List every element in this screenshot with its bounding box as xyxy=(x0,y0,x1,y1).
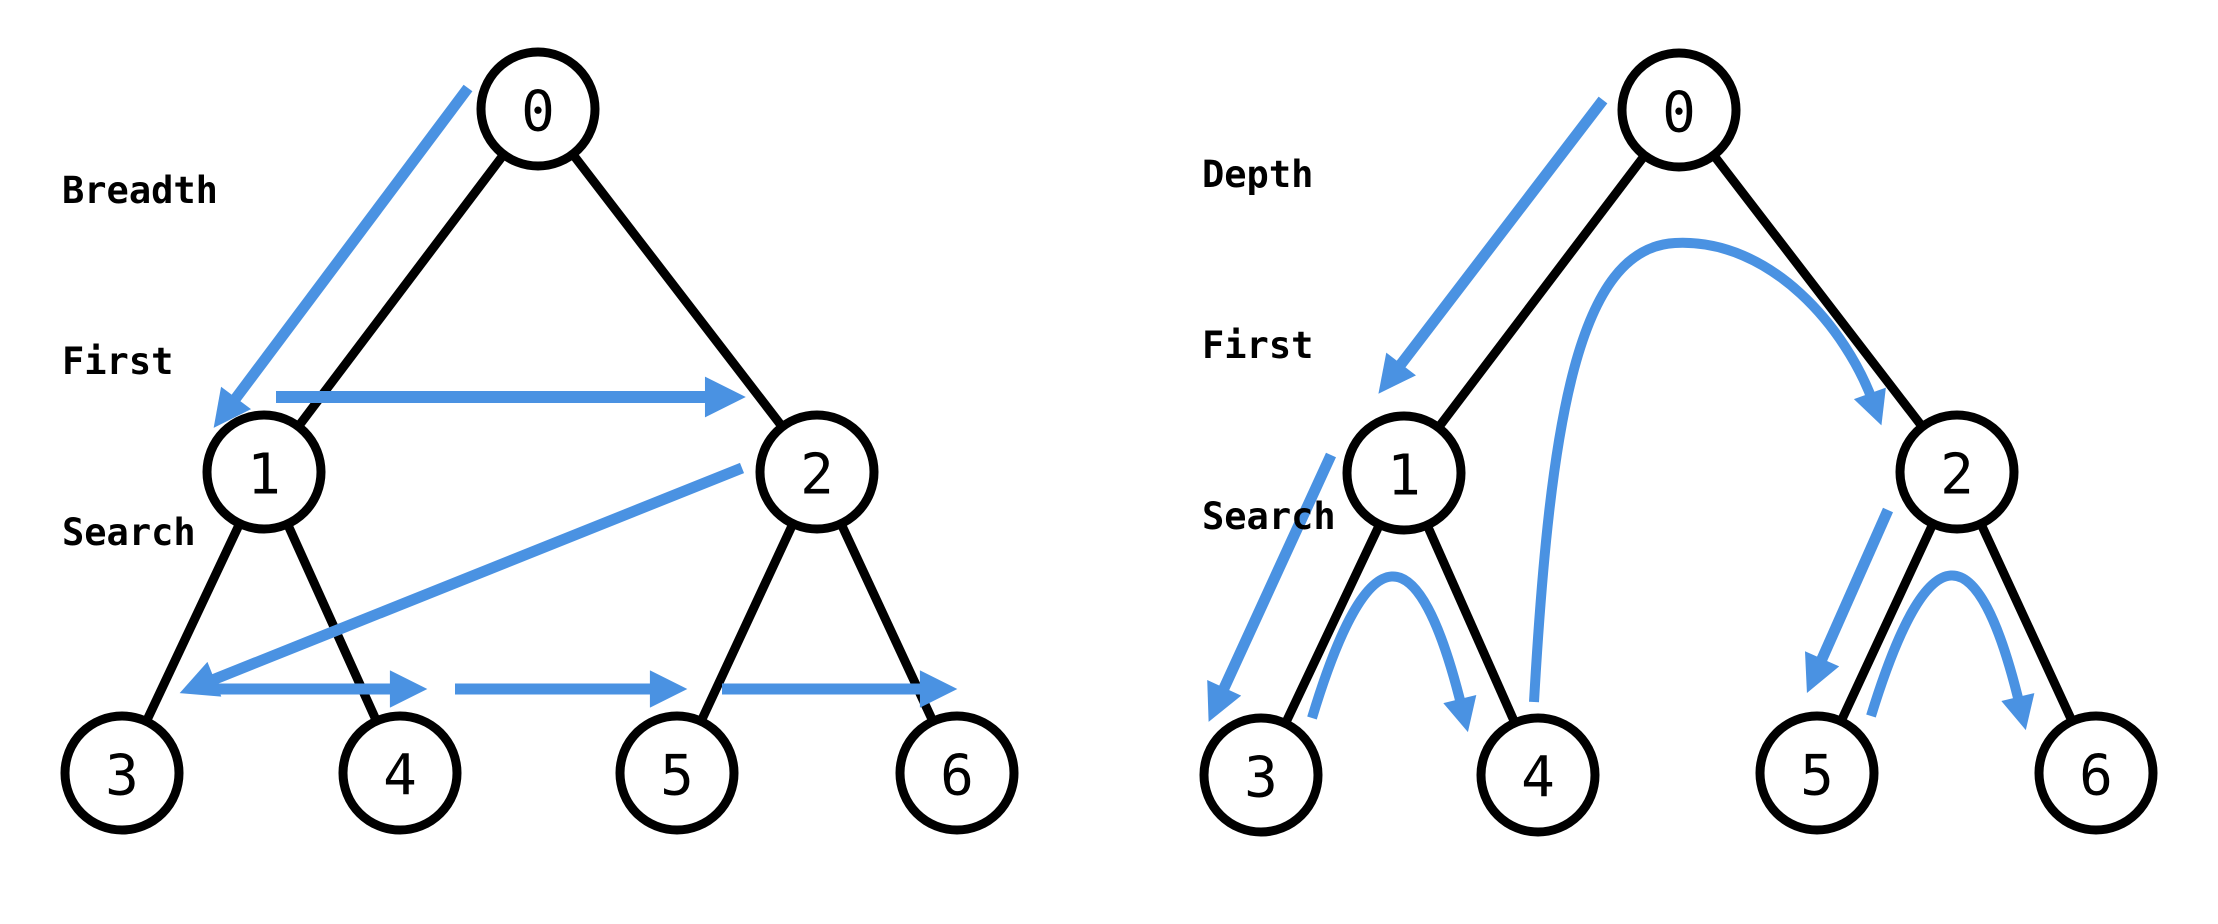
dfs-node-3: 3 xyxy=(1199,713,1323,837)
dfs-node-label-4: 4 xyxy=(1521,746,1555,811)
dfs-node-label-6: 6 xyxy=(2079,744,2113,809)
dfs-node-label-0: 0 xyxy=(1662,81,1696,146)
bfs-node-label-0: 0 xyxy=(521,80,555,145)
dfs-node-label-3: 3 xyxy=(1244,746,1278,811)
dfs-node-label-1: 1 xyxy=(1387,444,1421,509)
dfs-node-circle-0 xyxy=(1617,48,1741,172)
dfs-arrow-3-4 xyxy=(1307,571,1477,733)
bfs-node-5: 5 xyxy=(615,711,739,835)
bfs-title: Breadth First Search xyxy=(62,48,218,675)
dfs-node-circle-1 xyxy=(1342,411,1466,535)
dfs-tree: 0 1 2 3 4 5 6 xyxy=(1199,48,2158,837)
bfs-node-label-3: 3 xyxy=(105,744,139,809)
bfs-node-circle-4 xyxy=(338,711,462,835)
dfs-title-line-2: First xyxy=(1202,324,1314,367)
dfs-node-label-5: 5 xyxy=(1800,744,1834,809)
dfs-node-circle-2 xyxy=(1895,410,2019,534)
dfs-node-circle-3 xyxy=(1199,713,1323,837)
bfs-node-6: 6 xyxy=(895,711,1019,835)
bfs-node-circle-3 xyxy=(60,711,184,835)
dfs-node-circle-5 xyxy=(1755,711,1879,835)
bfs-title-line-3: Search xyxy=(62,511,196,554)
dfs-title-line-3: Search xyxy=(1202,495,1336,538)
dfs-arrow-0-1 xyxy=(1378,96,1608,394)
dfs-edge-0-1 xyxy=(1400,107,1683,476)
dfs-node-circle-4 xyxy=(1476,713,1600,837)
bfs-node-label-2: 2 xyxy=(800,443,834,508)
dfs-title: Depth First Search xyxy=(1202,32,1336,659)
bfs-node-circle-1 xyxy=(202,410,326,534)
dfs-title-line-1: Depth xyxy=(1202,153,1314,196)
bfs-node-0: 0 xyxy=(476,47,600,171)
dfs-node-label-2: 2 xyxy=(1940,443,1974,508)
bfs-node-circle-5 xyxy=(615,711,739,835)
bfs-node-label-4: 4 xyxy=(383,744,417,809)
dfs-node-0: 0 xyxy=(1617,48,1741,172)
dfs-node-2: 2 xyxy=(1895,410,2019,534)
dfs-arrow-5-6 xyxy=(1866,570,2035,731)
dfs-arrow-4-2 xyxy=(1529,237,1886,703)
bfs-title-line-1: Breadth xyxy=(62,169,218,212)
dfs-node-circle-6 xyxy=(2034,711,2158,835)
bfs-node-circle-6 xyxy=(895,711,1019,835)
bfs-node-3: 3 xyxy=(60,711,184,835)
dfs-node-5: 5 xyxy=(1755,711,1879,835)
dfs-node-1: 1 xyxy=(1342,411,1466,535)
bfs-node-label-6: 6 xyxy=(940,744,974,809)
bfs-node-label-1: 1 xyxy=(247,443,281,508)
dfs-node-4: 4 xyxy=(1476,713,1600,837)
dfs-node-6: 6 xyxy=(2034,711,2158,835)
bfs-arrow-2-3 xyxy=(179,462,745,697)
bfs-title-line-2: First xyxy=(62,340,174,383)
bfs-node-1: 1 xyxy=(202,410,326,534)
dfs-arrow-2-5 xyxy=(1804,507,1894,693)
bfs-node-2: 2 xyxy=(755,410,879,534)
bfs-arrow-0-1 xyxy=(213,84,473,428)
bfs-node-4: 4 xyxy=(338,711,462,835)
dfs-edge-0-2 xyxy=(1675,107,1961,475)
bfs-tree: 0 1 2 3 4 5 6 xyxy=(60,47,1019,835)
bfs-edge-0-2 xyxy=(534,106,821,475)
bfs-node-circle-0 xyxy=(476,47,600,171)
bfs-node-label-5: 5 xyxy=(660,744,694,809)
bfs-edge-0-1 xyxy=(260,106,542,475)
dfs-arrow-1-3 xyxy=(1207,452,1336,722)
bfs-node-circle-2 xyxy=(755,410,879,534)
